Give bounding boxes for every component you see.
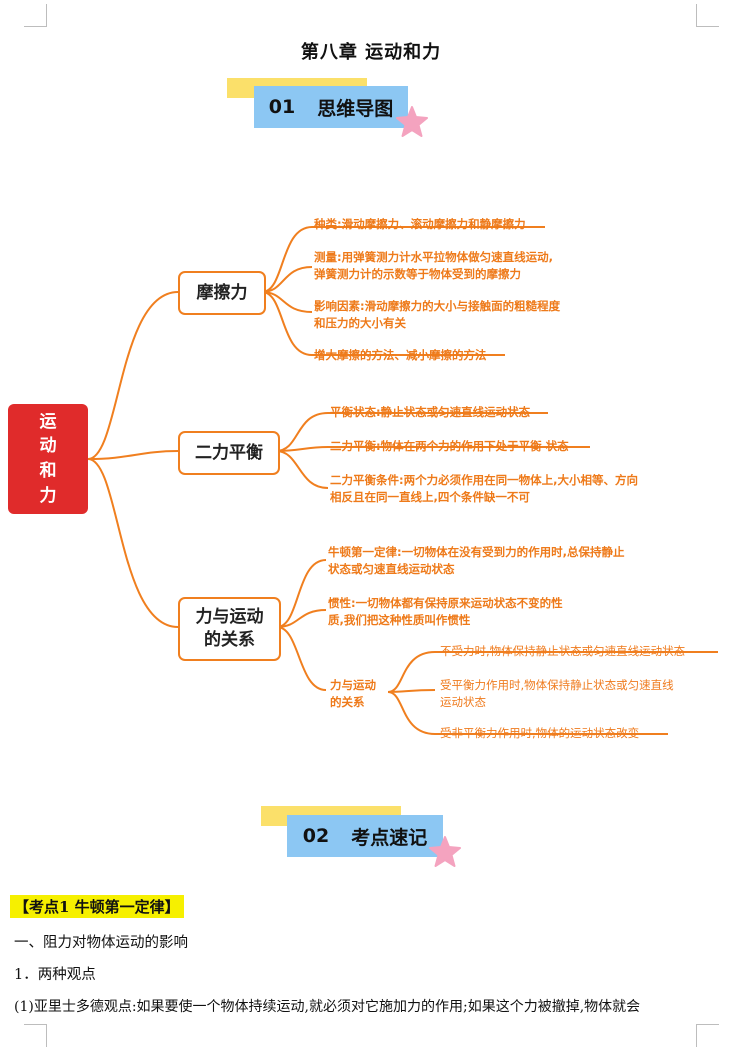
balance-leaf-3b: 相反且在同一直线上,四个条件缺一不可 bbox=[330, 490, 530, 504]
star-icon bbox=[396, 106, 428, 137]
mindmap-connectors bbox=[87, 226, 718, 735]
friction-leaf-2: 测量:用弹簧测力计水平拉物体做匀速直线运动, bbox=[314, 250, 553, 264]
body-line-1: 一、阻力对物体运动的影响 bbox=[14, 935, 188, 951]
friction-leaf-3b: 和压力的大小有关 bbox=[314, 316, 406, 330]
node-relation-label-1: 力与运动 bbox=[195, 607, 264, 628]
node-balance-label: 二力平衡 bbox=[195, 442, 263, 463]
section-2-header: 02 考点速记 bbox=[287, 815, 443, 857]
node-relation-label-2: 的关系 bbox=[204, 630, 255, 650]
body-line-2: 1．两种观点 bbox=[14, 967, 96, 983]
kaodian-heading: 【考点1 牛顿第一定律】 bbox=[10, 895, 184, 918]
relation-leaf-2b: 质,我们把这种性质叫作惯性 bbox=[328, 613, 471, 627]
node-relation: 力与运动 的关系 bbox=[178, 597, 281, 661]
balance-leaf-1: 平衡状态:静止状态或匀速直线运动状态 bbox=[330, 405, 531, 419]
friction-leaf-2b: 弹簧测力计的示数等于物体受到的摩擦力 bbox=[314, 267, 521, 281]
relation-sub-label-1: 力与运动 bbox=[330, 678, 376, 692]
balance-leaf-2: 二力平衡:物体在两个力的作用下处于平衡 状态 bbox=[330, 439, 569, 453]
friction-leaf-4: 增大摩擦的方法、减小摩擦的方法 bbox=[314, 348, 487, 362]
crop-mark-top-right bbox=[696, 4, 719, 27]
relation-leaf-1: 牛顿第一定律:一切物体在没有受到力的作用时,总保持静止 bbox=[328, 545, 625, 559]
sub-leaf-1: 不受力时,物体保持静止状态或匀速直线运动状态 bbox=[440, 644, 686, 658]
sub-leaf-2: 受平衡力作用时,物体保持静止状态或匀速直线 bbox=[440, 678, 674, 692]
sub-leaf-3: 受非平衡力作用时,物体的运动状态改变 bbox=[440, 726, 640, 740]
root-char-2: 动 bbox=[39, 436, 57, 457]
node-friction-label: 摩擦力 bbox=[196, 282, 248, 303]
sub-leaf-2b: 运动状态 bbox=[440, 695, 486, 709]
section-2-label: 考点速记 bbox=[351, 826, 428, 849]
crop-mark-bottom-right bbox=[696, 1024, 719, 1047]
friction-leaf-3: 影响因素:滑动摩擦力的大小与接触面的粗糙程度 bbox=[314, 299, 561, 313]
friction-leaf-1: 种类:滑动摩擦力、滚动摩擦力和静摩擦力 bbox=[314, 217, 526, 231]
node-balance: 二力平衡 bbox=[178, 431, 280, 475]
root-char-4: 力 bbox=[39, 485, 57, 506]
relation-sub-label-2: 的关系 bbox=[330, 695, 365, 709]
crop-mark-top-left bbox=[24, 4, 47, 27]
root-char-1: 运 bbox=[39, 411, 57, 432]
balance-leaf-3: 二力平衡条件:两个力必须作用在同一物体上,大小相等、方向 bbox=[330, 473, 638, 487]
page-title: 第八章 运动和力 bbox=[300, 42, 442, 63]
mindmap-root: 运 动 和 力 bbox=[8, 404, 88, 514]
section-2-number: 02 bbox=[302, 825, 330, 847]
relation-leaf-2: 惯性:一切物体都有保持原来运动状态不变的性 bbox=[328, 596, 563, 610]
star-icon bbox=[429, 836, 461, 867]
body-line-3: (1)亚里士多德观点:如果要使一个物体持续运动,就必须对它施加力的作用;如果这个… bbox=[14, 999, 641, 1015]
section-1-header: 01 思维导图 bbox=[254, 86, 408, 128]
crop-mark-bottom-left bbox=[24, 1024, 47, 1047]
section-1-number: 01 bbox=[268, 96, 296, 118]
section-1-label: 思维导图 bbox=[317, 97, 394, 120]
relation-leaf-1b: 状态或匀速直线运动状态 bbox=[328, 562, 455, 576]
root-char-3: 和 bbox=[39, 461, 57, 481]
node-friction: 摩擦力 bbox=[178, 271, 266, 315]
